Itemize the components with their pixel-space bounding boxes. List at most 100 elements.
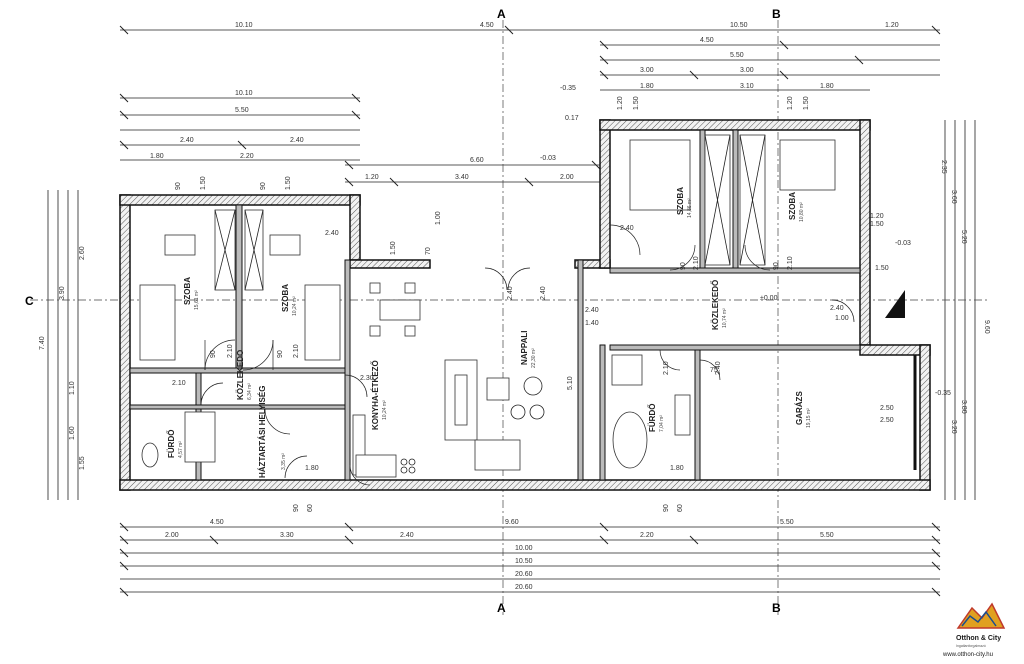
- room-szoba-4: SZOBA 10,80 m²: [739, 134, 836, 266]
- dimension-label: 1.50: [390, 241, 397, 255]
- room-konyha-area: 10,24 m²: [382, 400, 388, 420]
- room-szoba-1-area: 15,61 m²: [194, 290, 200, 310]
- doors: [200, 224, 855, 486]
- dimension-label: 60: [677, 504, 684, 512]
- room-konyha: KONYHA-ÉTKEZŐ 10,24 m²: [352, 282, 421, 478]
- top-dimension-texts: 10.10 4.50 10.50 1.20 4.50 5.50 3.00 3.0…: [150, 22, 899, 181]
- dim-right-520: 5.20: [960, 230, 967, 244]
- room-kozlekedo-1: KÖZLEKEDŐ 6,34 m²: [236, 350, 253, 400]
- dim-b-1000: 10.00: [515, 545, 533, 552]
- room-haztartasi: HÁZTARTÁSI HELYISÉG 3,35 m²: [258, 386, 287, 478]
- shower-icon: [611, 354, 643, 386]
- dim-r4a: 1.80: [640, 83, 654, 90]
- logo-url: www.otthon-city.hu: [942, 652, 993, 658]
- dim-b-330: 3.30: [280, 532, 294, 539]
- dim-right-380: 3.80: [960, 400, 967, 414]
- dimension-label: 1.00: [835, 315, 849, 322]
- room-szoba-1-name: SZOBA: [183, 277, 192, 305]
- dimension-label: 2.10: [293, 344, 300, 358]
- dim-200: 2.00: [560, 174, 574, 181]
- top-dimension-ticks: [119, 25, 941, 187]
- dim-left-740: 7.40: [39, 336, 46, 350]
- dim-left-110: 1.10: [69, 381, 76, 395]
- dimension-label: -0.03: [540, 155, 556, 162]
- dimension-label: 2.10: [693, 256, 700, 270]
- dim-r1: 4.50: [700, 37, 714, 44]
- dimension-label: 60: [307, 504, 314, 512]
- dining-table-icon: [379, 299, 421, 321]
- dimension-label: 2.40: [585, 307, 599, 314]
- section-b-top: B: [772, 7, 781, 21]
- room-szoba-2-name: SZOBA: [281, 284, 290, 312]
- bed-icon: [779, 139, 836, 191]
- dimension-label: 2.40: [540, 286, 547, 300]
- bed-icon: [629, 139, 691, 211]
- section-markers: A A B B C: [25, 7, 905, 615]
- dim-120: 1.20: [365, 174, 379, 181]
- room-szoba-1: SZOBA 15,61 m²: [139, 209, 236, 361]
- outer-walls: [119, 119, 931, 491]
- room-kozlekedo-2-name: KÖZLEKEDŐ: [711, 280, 720, 330]
- dimension-label: 2.50: [880, 405, 894, 412]
- dim-b-total1: 20.60: [515, 571, 533, 578]
- dimension-label: 70: [425, 247, 432, 255]
- dimension-label: 2.40: [715, 361, 722, 375]
- dim-340: 3.40: [455, 174, 469, 181]
- dimension-label: 2.10: [663, 361, 670, 375]
- room-furdo-2: FÜRDŐ 7,04 m²: [611, 354, 691, 469]
- logo-roof-icon: [956, 602, 1006, 629]
- dimension-label: 90: [293, 504, 300, 512]
- room-kozlekedo-2: KÖZLEKEDŐ 10,74 m² ±0.00: [711, 280, 778, 330]
- room-nappali: NAPPALI 22,30 m²: [444, 330, 545, 471]
- dimension-label: 1.50: [200, 176, 207, 190]
- dim-l4a: 1.80: [150, 153, 164, 160]
- section-a-top: A: [497, 7, 506, 21]
- toilet-icon: [141, 442, 159, 468]
- dimension-label: 2.10: [787, 256, 794, 270]
- dimension-label: 2.40: [620, 225, 634, 232]
- dimension-label: 90: [680, 262, 687, 270]
- dim-b-960: 9.60: [505, 519, 519, 526]
- room-kozlekedo-1-area: 6,34 m²: [247, 383, 253, 400]
- room-garazs: GARÁZS 19,15 m²: [795, 355, 917, 470]
- dimension-label: 2.40: [507, 286, 514, 300]
- level-000: ±0.00: [760, 295, 778, 302]
- room-nappali-area: 22,30 m²: [531, 348, 537, 368]
- dim-b-550b: 5.50: [820, 532, 834, 539]
- logo-name: Otthon & City: [956, 635, 1001, 642]
- room-szoba-2: SZOBA 10,24 m²: [244, 209, 341, 361]
- room-kozlekedo-2-area: 10,74 m²: [722, 308, 728, 328]
- bed-icon: [139, 284, 176, 361]
- dim-right-360: 3.60: [950, 190, 957, 204]
- right-dimension-lines: [944, 120, 976, 500]
- dimension-label: 1.20: [617, 96, 624, 110]
- dim-left-155: 1.55: [79, 456, 86, 470]
- dimension-label: 1.50: [285, 176, 292, 190]
- dimension-label: 2.40: [830, 305, 844, 312]
- room-szoba-3: SZOBA 14,86 m²: [629, 134, 731, 266]
- room-kozlekedo-1-name: KÖZLEKEDŐ: [236, 350, 245, 400]
- room-szoba-4-area: 10,80 m²: [799, 202, 805, 222]
- dim-b-220: 2.20: [640, 532, 654, 539]
- dimension-label: 1.20: [787, 96, 794, 110]
- coffee-table-icon: [486, 377, 510, 401]
- dim-left-390: 3.90: [59, 286, 66, 300]
- dim-b-1050: 10.50: [515, 558, 533, 565]
- dimension-label: 1.50: [633, 96, 640, 110]
- dimension-label: 2.10: [172, 380, 186, 387]
- dim-l3a: 2.40: [180, 137, 194, 144]
- dim-b-200: 2.00: [165, 532, 179, 539]
- room-haztartasi-name: HÁZTARTÁSI HELYISÉG: [258, 386, 267, 478]
- dim-b-450: 4.50: [210, 519, 224, 526]
- dimension-label: 2.40: [325, 230, 339, 237]
- dimension-label: 1.80: [670, 465, 684, 472]
- dimension-label: 1.50: [875, 265, 889, 272]
- dim-left-160: 1.60: [69, 426, 76, 440]
- company-logo: Otthon & City Ingatlanforgalmazó www.ott…: [942, 602, 1006, 658]
- desk-icon: [269, 234, 301, 256]
- shower-icon: [184, 411, 216, 463]
- room-furdo-2-area: 7,04 m²: [659, 415, 665, 432]
- dim-r3b: 3.00: [740, 67, 754, 74]
- dimension-label: 1.40: [585, 320, 599, 327]
